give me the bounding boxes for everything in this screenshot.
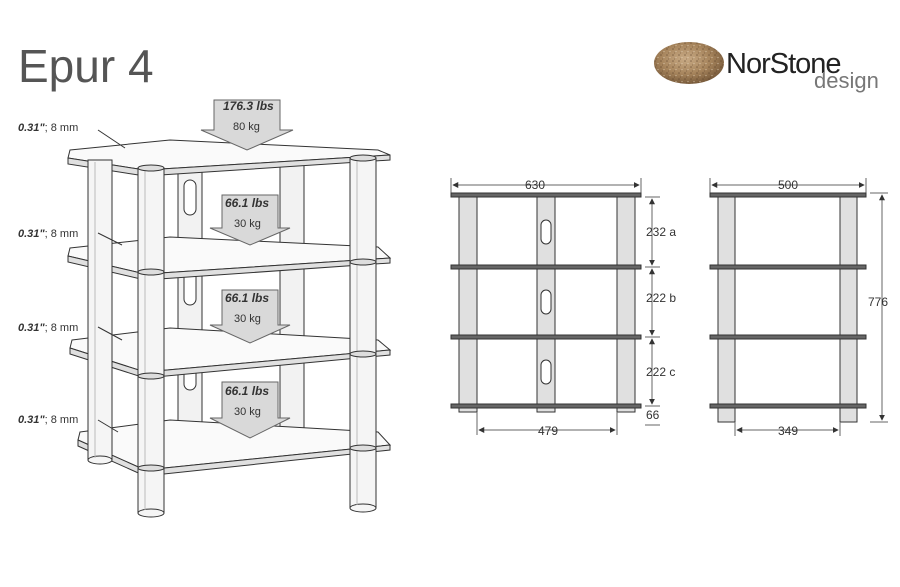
front-gap-a: 232 a xyxy=(646,225,676,239)
load-arrow-4 xyxy=(209,381,291,439)
thickness-label-1: 0.31"; 8 mm xyxy=(18,122,78,134)
load-lbs-1: 176.3 lbs xyxy=(223,99,274,113)
brand-tagline: design xyxy=(814,68,879,93)
side-view xyxy=(709,178,888,436)
front-gap-c: 222 c xyxy=(646,365,675,379)
front-view-labels: 630 232 a 222 b 222 c 66 479 xyxy=(525,178,676,438)
front-gap-b: 222 b xyxy=(646,291,676,305)
thickness-label-3: 0.31"; 8 mm xyxy=(18,322,78,334)
brand-logo: NorStone design xyxy=(654,42,879,93)
load-labels: 176.3 lbs 80 kg 66.1 lbs 30 kg 66.1 lbs … xyxy=(223,99,274,418)
shelf-3 xyxy=(69,327,392,379)
load-lbs-3: 66.1 lbs xyxy=(225,291,269,305)
front-foot: 66 xyxy=(646,408,660,422)
side-depth-inner: 349 xyxy=(778,424,798,438)
thickness-label-2: 0.31"; 8 mm xyxy=(18,228,78,240)
brand-name: NorStone xyxy=(726,48,841,80)
shelf-1 xyxy=(67,139,391,177)
perspective-view xyxy=(67,99,392,518)
front-width-inner: 479 xyxy=(538,424,558,438)
load-lbs-4: 66.1 lbs xyxy=(225,384,269,398)
load-lbs-2: 66.1 lbs xyxy=(225,196,269,210)
front-view xyxy=(450,178,660,435)
thickness-labels: 0.31"; 8 mm 0.31"; 8 mm 0.31"; 8 mm 0.31… xyxy=(18,122,78,426)
load-kg-3: 30 kg xyxy=(234,313,261,325)
front-pillars xyxy=(87,154,377,518)
thickness-label-4: 0.31"; 8 mm xyxy=(18,414,78,426)
load-arrow-1 xyxy=(200,99,294,151)
front-width-top: 630 xyxy=(525,178,545,192)
back-pillars xyxy=(177,147,305,449)
load-arrow-3 xyxy=(209,289,291,344)
load-kg-1: 80 kg xyxy=(233,121,260,133)
side-depth-top: 500 xyxy=(778,178,798,192)
side-view-labels: 500 776 349 xyxy=(778,178,888,438)
shelf-2 xyxy=(67,236,392,281)
load-kg-4: 30 kg xyxy=(234,406,261,418)
page-title: Epur 4 xyxy=(18,40,154,92)
load-kg-2: 30 kg xyxy=(234,218,261,230)
load-arrow-2 xyxy=(209,194,291,246)
side-height: 776 xyxy=(868,295,888,309)
